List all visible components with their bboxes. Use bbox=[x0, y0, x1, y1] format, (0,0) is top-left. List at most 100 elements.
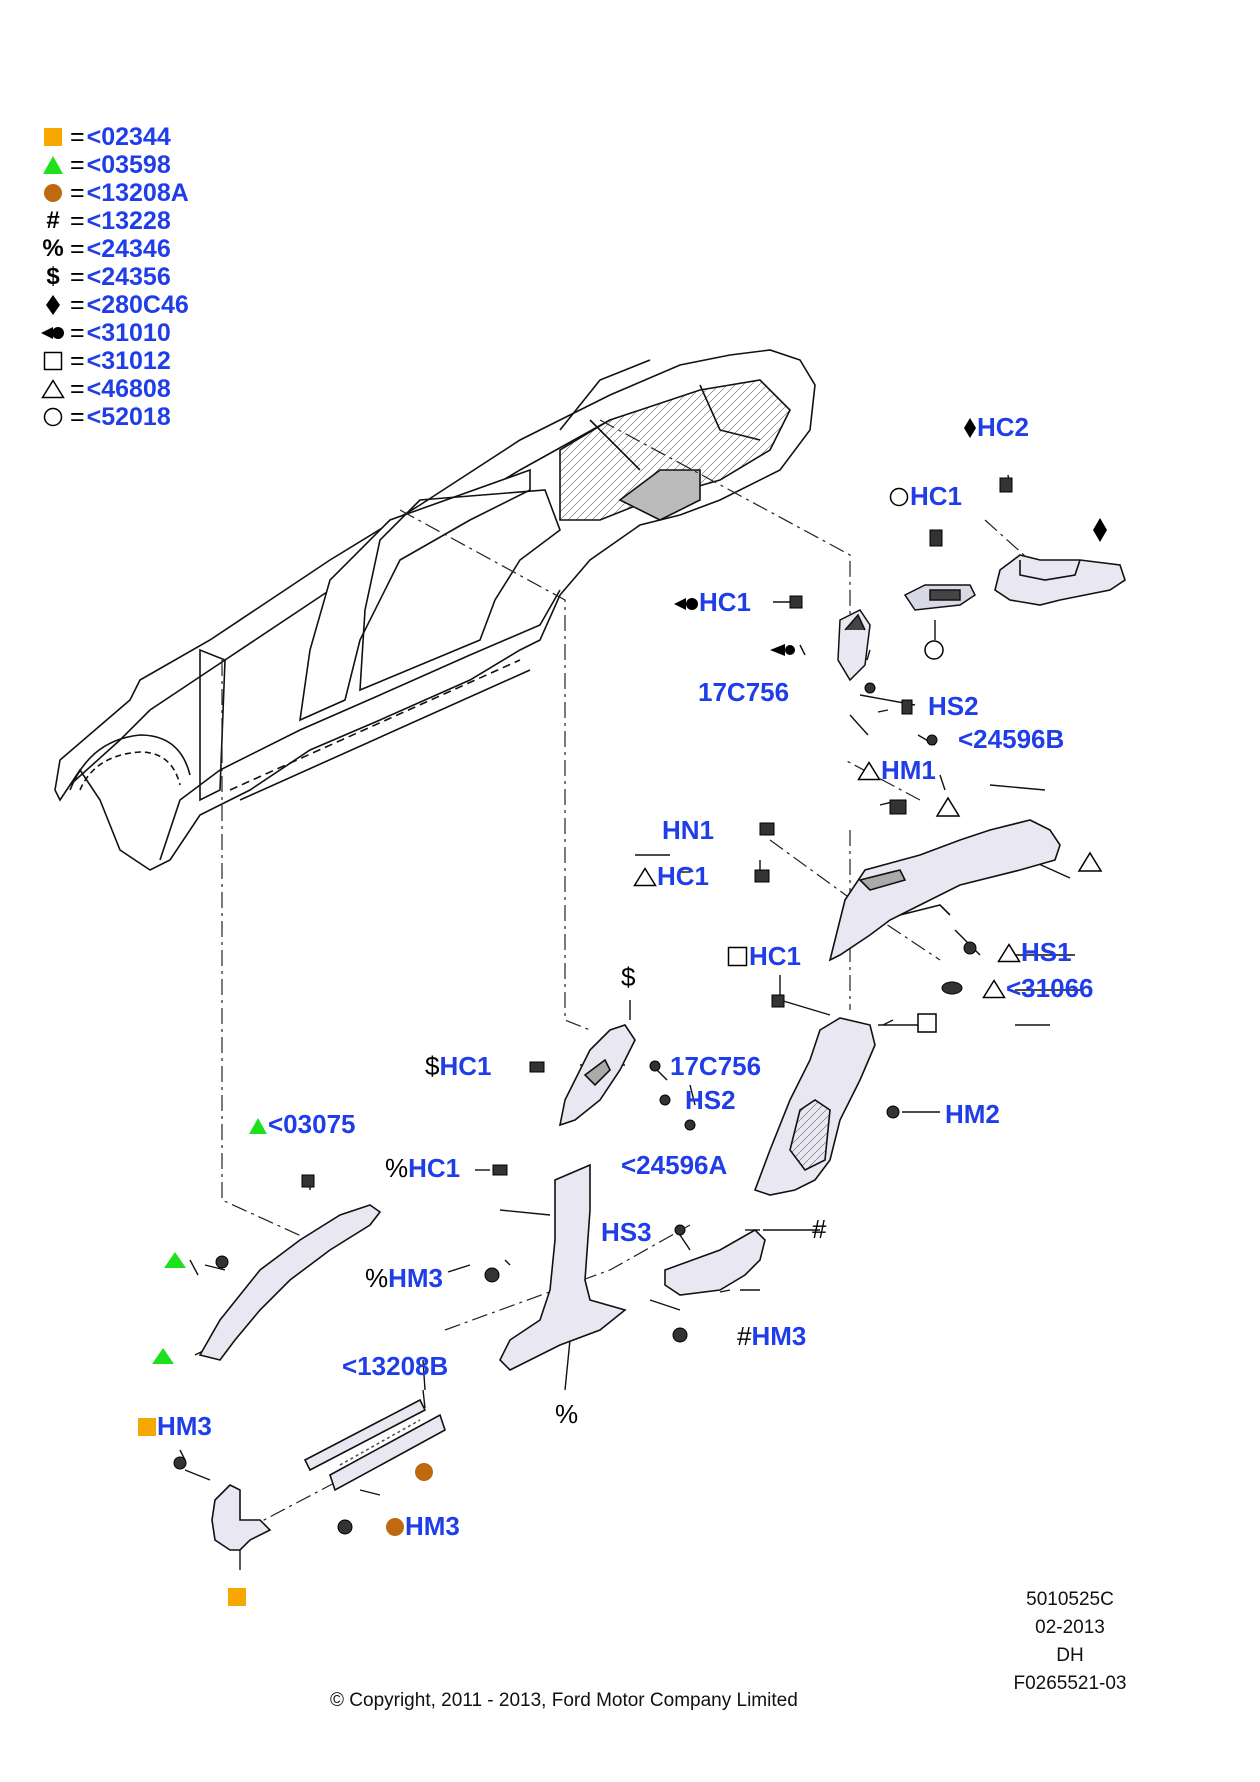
callout-hc1-circle: HC1 bbox=[888, 482, 962, 510]
legend-code: <02344 bbox=[86, 122, 171, 151]
open-square-icon bbox=[727, 946, 748, 967]
hash-symbol: # bbox=[46, 207, 60, 234]
legend-code: <24346 bbox=[86, 234, 171, 263]
legend-code: <03598 bbox=[86, 150, 171, 179]
callout-hm1: HM1 bbox=[857, 756, 936, 784]
callout-hm3-percent: %HM3 bbox=[365, 1263, 444, 1293]
green-triangle-icon bbox=[40, 152, 66, 178]
callout-24596a: <24596A bbox=[621, 1150, 728, 1180]
grab-handle bbox=[903, 584, 976, 611]
percent-symbol: % bbox=[385, 1153, 409, 1183]
legend-row: = <13208A bbox=[40, 178, 189, 207]
callout-17c756-mid: 17C756 bbox=[670, 1051, 762, 1081]
callout-hc1-dollar: $HC1 bbox=[425, 1051, 492, 1081]
legend-code: <31012 bbox=[86, 346, 171, 375]
cowl-side-trim bbox=[211, 1484, 272, 1551]
legend-row: = <52018 bbox=[40, 402, 171, 431]
open-triangle-icon bbox=[633, 867, 657, 887]
legend-code: <52018 bbox=[86, 402, 171, 431]
legend-equals: = bbox=[70, 234, 85, 263]
legend-equals: = bbox=[70, 318, 85, 347]
fasteners bbox=[173, 477, 1013, 1535]
brown-circle-icon bbox=[40, 180, 66, 206]
legend-equals: = bbox=[70, 374, 85, 403]
copyright-text: © Copyright, 2011 - 2013, Ford Motor Com… bbox=[330, 1690, 798, 1711]
open-triangle-icon bbox=[40, 376, 66, 402]
part-reference: 5010525C bbox=[1026, 1589, 1114, 1610]
bowtie-icon bbox=[40, 320, 66, 346]
hash-symbol: # bbox=[737, 1321, 752, 1351]
diagram-symbol-markers bbox=[152, 518, 1107, 1606]
legend-row: = <46808 bbox=[40, 374, 171, 403]
legend-equals: = bbox=[70, 346, 85, 375]
legend-code: <13228 bbox=[86, 206, 171, 235]
callout-hc1-triangle: HC1 bbox=[633, 862, 709, 890]
figure-id: F0265521-03 bbox=[1013, 1673, 1127, 1694]
series-code: DH bbox=[1056, 1645, 1084, 1666]
legend-code: <31010 bbox=[86, 318, 171, 347]
callout-hs1: HS1 bbox=[997, 938, 1072, 966]
orange-square-icon bbox=[40, 124, 66, 150]
callout-hc1-square: HC1 bbox=[727, 942, 801, 970]
legend-row: % = <24346 bbox=[40, 234, 171, 263]
legend-code: <13208A bbox=[86, 178, 189, 207]
rear-scuff-plate bbox=[664, 1229, 766, 1296]
legend-code: <280C46 bbox=[86, 290, 189, 319]
open-circle-icon bbox=[889, 487, 909, 507]
legend-row: = <02344 bbox=[40, 122, 171, 151]
callout-hc1-percent: %HC1 bbox=[385, 1153, 461, 1183]
c-pillar-lower-trim bbox=[753, 1017, 876, 1196]
belt-guide bbox=[837, 609, 871, 682]
callout-hs3: HS3 bbox=[601, 1217, 652, 1247]
orange-square-icon bbox=[138, 1418, 156, 1436]
a-pillar-trim bbox=[198, 1204, 382, 1361]
percent-mark: % bbox=[555, 1399, 579, 1429]
legend-equals: = bbox=[70, 290, 85, 319]
legend-equals: = bbox=[70, 206, 85, 235]
b-pillar-upper-trim bbox=[558, 1024, 636, 1127]
callout-hs2-mid: HS2 bbox=[685, 1085, 736, 1115]
legend-row: $ = <24356 bbox=[40, 262, 171, 291]
callout-hm3-circle: HM3 bbox=[385, 1512, 460, 1540]
callout-13208b: <13208B bbox=[342, 1351, 449, 1381]
body-side-frame bbox=[54, 349, 816, 871]
c-pillar-upper-trim bbox=[828, 819, 1061, 962]
open-square-icon bbox=[40, 348, 66, 374]
dollar-symbol: $ bbox=[46, 263, 60, 290]
legend-row: # = <13228 bbox=[40, 206, 171, 235]
legend-equals: = bbox=[70, 402, 85, 431]
legend-row: = <31010 bbox=[40, 318, 171, 347]
legend-row: = <31012 bbox=[40, 346, 171, 375]
callout-24596b: <24596B bbox=[958, 724, 1065, 754]
hash-mark: # bbox=[812, 1214, 827, 1244]
front-scuff-plate bbox=[303, 1398, 446, 1492]
legend-code: <24356 bbox=[86, 262, 171, 291]
callout-hm3-hash: #HM3 bbox=[737, 1321, 807, 1351]
brown-circle-icon bbox=[386, 1518, 404, 1536]
diamond-icon bbox=[964, 418, 976, 438]
assembly-lines bbox=[221, 419, 1036, 1531]
green-triangle-icon bbox=[249, 1118, 267, 1134]
callout-03075: <03075 bbox=[248, 1110, 355, 1138]
percent-symbol: % bbox=[365, 1263, 389, 1293]
legend-code: <46808 bbox=[86, 374, 171, 403]
percent-symbol: % bbox=[42, 235, 64, 262]
dollar-mark: $ bbox=[621, 962, 636, 992]
callout-31066: <31066 bbox=[982, 974, 1093, 1002]
bowtie-icon bbox=[674, 598, 698, 610]
open-triangle-icon bbox=[982, 979, 1006, 999]
open-circle-icon bbox=[40, 404, 66, 430]
drawing-date: 02-2013 bbox=[1035, 1617, 1105, 1638]
open-triangle-icon bbox=[857, 761, 881, 781]
legend-equals: = bbox=[70, 178, 85, 207]
callout-hm3-square: HM3 bbox=[137, 1412, 212, 1440]
b-pillar-lower-trim bbox=[499, 1163, 627, 1371]
legend-equals: = bbox=[70, 122, 85, 151]
legend-row: = <280C46 bbox=[40, 290, 189, 319]
legend-equals: = bbox=[70, 262, 85, 291]
diamond-icon bbox=[40, 292, 66, 318]
open-triangle-icon bbox=[997, 943, 1021, 963]
legend-row: = <03598 bbox=[40, 150, 171, 179]
upper-quarter-panel bbox=[994, 554, 1126, 606]
